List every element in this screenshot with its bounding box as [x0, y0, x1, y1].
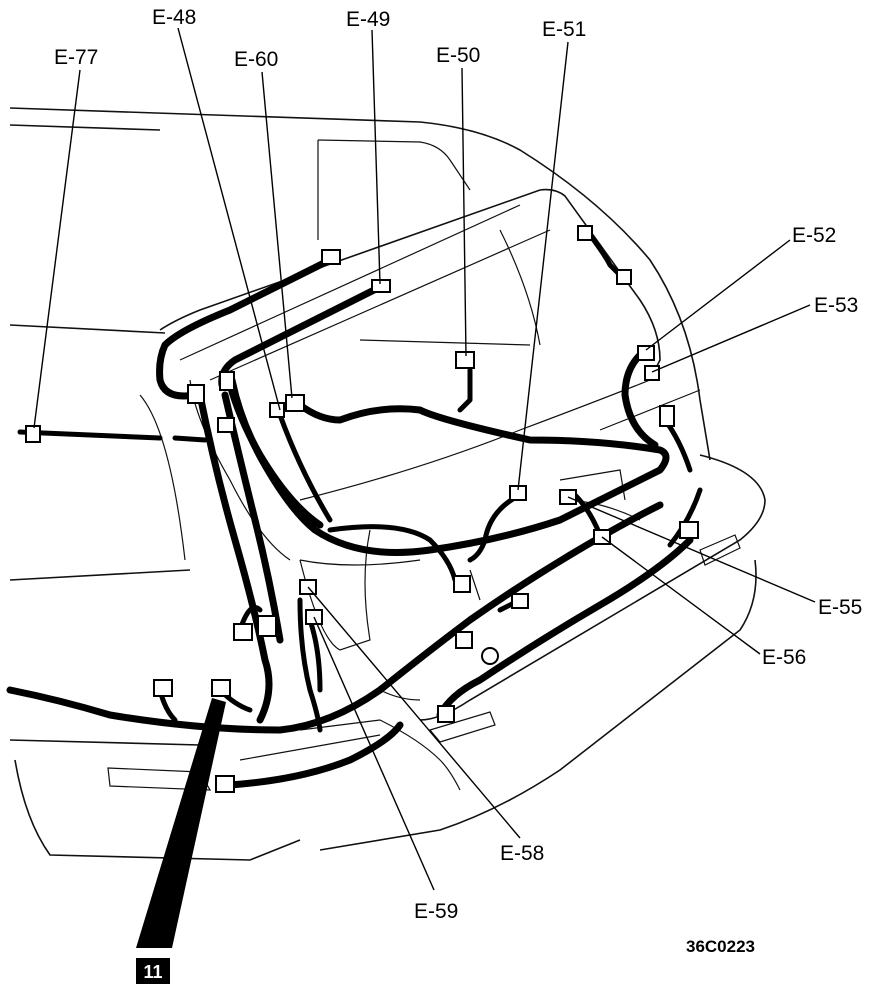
label-e52: E-52	[792, 224, 836, 247]
connector-e50-shape	[455, 351, 475, 369]
connector-e52-shape	[637, 345, 655, 361]
label-e77: E-77	[54, 46, 98, 69]
leader-e48	[177, 27, 281, 411]
connector-mid-d-shape	[481, 647, 499, 665]
leader-lines	[33, 27, 816, 891]
connector-bottom-mid-shape	[437, 705, 455, 723]
label-e48: E-48	[152, 6, 196, 29]
connector-e48b-shape	[219, 371, 235, 391]
leader-e59	[313, 616, 435, 891]
connector-left-a-shape	[233, 623, 253, 641]
connector-bottom-left-shape	[215, 775, 235, 793]
connector-top-right-a-shape	[577, 225, 593, 241]
label-e51: E-51	[542, 18, 586, 41]
label-e58: E-58	[500, 842, 544, 865]
connector-mid-b-shape	[511, 593, 529, 609]
connector-shapes	[25, 225, 699, 793]
connector-bumper-right-shape	[679, 521, 699, 539]
leader-e51	[517, 41, 569, 491]
connector-e53-shape	[644, 365, 660, 381]
leader-e53	[651, 304, 811, 373]
connector-e49-shape	[371, 279, 391, 293]
label-e53: E-53	[814, 294, 858, 317]
marker-pointer	[136, 698, 226, 948]
label-e60: E-60	[234, 48, 278, 71]
connector-mid-a-shape	[453, 575, 471, 593]
connector-labels: E-77 E-48 E-60 E-49 E-50 E-51 E-52 E-53 …	[54, 6, 862, 923]
label-e55: E-55	[818, 596, 862, 619]
wiring-harness	[6, 232, 703, 789]
connector-e77-shape	[25, 425, 41, 443]
connector-roof-shape	[321, 249, 341, 265]
leader-e49	[371, 29, 381, 285]
label-e49: E-49	[346, 8, 390, 31]
leader-e58	[307, 586, 521, 839]
leader-e77	[33, 69, 81, 429]
label-e50: E-50	[436, 44, 480, 67]
connector-e60-shape	[269, 402, 285, 418]
connector-right-shape	[659, 405, 675, 427]
marker-label: 11	[143, 962, 162, 982]
connector-top-right-b-shape	[616, 269, 632, 285]
label-e59: E-59	[414, 900, 458, 923]
label-e56: E-56	[762, 646, 806, 669]
leader-e55	[567, 496, 816, 603]
marker-box	[136, 958, 170, 984]
drawing-code: 36C0223	[686, 937, 755, 956]
connector-pillar-shape	[217, 417, 235, 433]
leader-e56	[601, 536, 761, 655]
connector-e60b-shape	[285, 394, 305, 412]
connector-left-b-shape	[257, 615, 277, 637]
connector-mid-c-shape	[455, 631, 473, 649]
connector-left-c-shape	[153, 679, 173, 697]
vehicle-body-outline	[9, 107, 766, 861]
leader-e60	[261, 71, 293, 399]
connector-left-d-shape	[211, 679, 231, 697]
leader-e52	[645, 239, 791, 351]
connector-e48-shape	[187, 384, 205, 404]
leader-e50	[461, 67, 467, 357]
